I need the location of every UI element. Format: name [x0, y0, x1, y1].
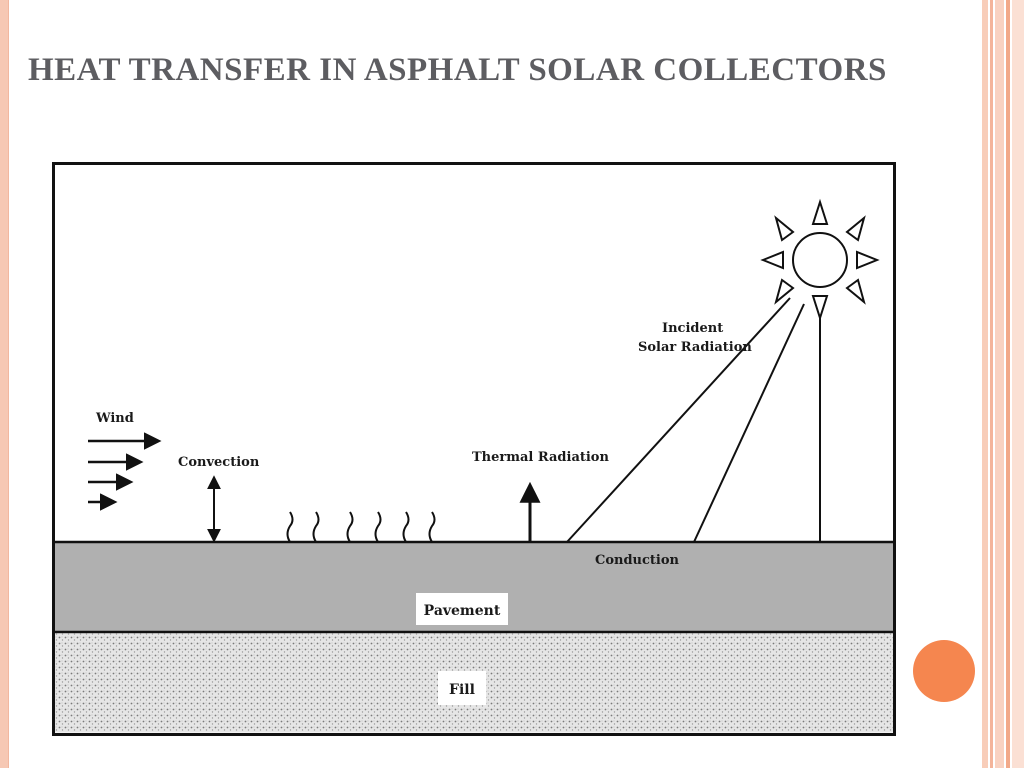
- accent-dot: [913, 640, 975, 702]
- heat-waves: [286, 511, 436, 543]
- solar-rays: [566, 297, 821, 543]
- right-border-stripe: [982, 0, 988, 768]
- solar-ray: [566, 297, 791, 543]
- wind-label: Wind: [95, 411, 134, 426]
- right-border-stripe: [1006, 0, 1010, 768]
- solar-radiation-label: Solar Radiation: [638, 340, 752, 355]
- left-border-decoration: [0, 0, 9, 768]
- incident-label: Incident: [662, 321, 723, 336]
- slide-title: HEAT TRANSFER IN ASPHALT SOLAR COLLECTOR…: [28, 52, 887, 88]
- pavement-label-box: [416, 593, 508, 625]
- right-border-stripe: [995, 0, 1004, 768]
- thermal-radiation-label: Thermal Radiation: [472, 450, 609, 465]
- heat-wave: [346, 511, 354, 543]
- wind-arrows: [88, 432, 162, 511]
- fill-label-box: [438, 671, 486, 705]
- heat-wave: [402, 511, 410, 543]
- conduction-label: Conduction: [595, 553, 680, 568]
- heat-wave: [312, 511, 320, 543]
- convection-label: Convection: [178, 455, 260, 470]
- heat-transfer-diagram: Wind Convection Thermal Radiation: [52, 162, 896, 736]
- sun-icon: [760, 198, 880, 322]
- heat-wave: [428, 511, 436, 543]
- solar-ray: [693, 303, 805, 543]
- heat-wave: [374, 511, 382, 543]
- fill-label: Fill: [449, 682, 475, 698]
- pavement-label: Pavement: [424, 603, 501, 619]
- right-border-stripe: [1012, 0, 1024, 768]
- right-border-stripe: [990, 0, 993, 768]
- heat-wave: [286, 511, 294, 543]
